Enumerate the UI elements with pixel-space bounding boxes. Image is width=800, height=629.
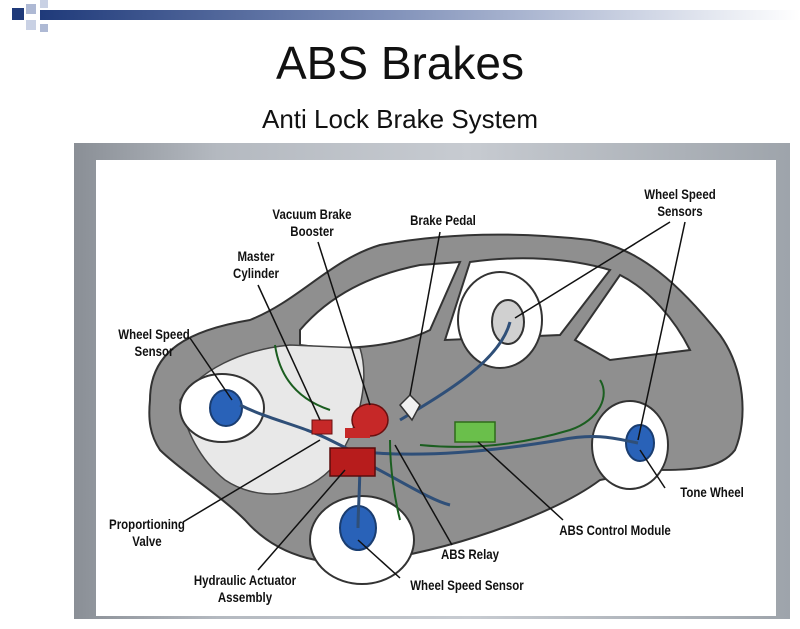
deco-square — [40, 24, 48, 32]
deco-square — [40, 0, 48, 8]
label-wheel-speed-sensor-bottom: Wheel Speed Sensor — [406, 577, 529, 594]
master-cylinder — [311, 419, 333, 435]
wheel-rear-left — [591, 400, 669, 490]
deco-square — [12, 8, 24, 20]
title-bar-gradient — [40, 10, 800, 20]
label-line: Cylinder — [233, 265, 279, 281]
label-line: Wheel Speed Sensor — [410, 577, 524, 593]
label-hydraulic-actuator-assembly: Hydraulic Actuator Assembly — [188, 572, 303, 606]
label-line: Valve — [132, 533, 162, 549]
label-line: Wheel Speed — [118, 326, 190, 342]
label-proportioning-valve: Proportioning Valve — [102, 516, 192, 550]
title-bar-graphic — [12, 0, 800, 32]
label-line: Sensors — [657, 203, 703, 219]
wheel-rear-right — [457, 271, 543, 369]
label-line: Sensor — [134, 343, 174, 359]
leader-lines — [182, 221, 686, 579]
label-abs-relay: ABS Relay — [429, 546, 511, 563]
label-line: Master — [237, 248, 275, 264]
deco-square — [26, 4, 36, 14]
label-vacuum-brake-booster: Vacuum Brake Booster — [271, 206, 353, 240]
abs-control-module — [454, 421, 496, 443]
label-line: Proportioning — [109, 516, 185, 532]
wheel-front-right — [309, 495, 415, 585]
label-master-cylinder: Master Cylinder — [223, 248, 289, 282]
label-line: Vacuum Brake — [272, 206, 352, 222]
label-line: ABS Control Module — [559, 522, 671, 538]
brake-pedal — [398, 393, 421, 422]
sensor-wires — [274, 344, 605, 521]
label-line: Tone Wheel — [680, 484, 744, 500]
label-abs-control-module: ABS Control Module — [554, 522, 677, 539]
vacuum-brake-booster — [345, 403, 389, 438]
wheel-front-left — [179, 373, 265, 443]
deco-square — [26, 20, 36, 30]
label-wheel-speed-sensor-left: Wheel Speed Sensor — [113, 326, 195, 360]
label-line: Assembly — [217, 589, 273, 605]
label-line: ABS Relay — [440, 546, 500, 562]
label-tone-wheel: Tone Wheel — [671, 484, 753, 501]
slide-subtitle: Anti Lock Brake System — [262, 104, 538, 134]
label-line: Wheel Speed — [644, 186, 716, 202]
title-bar — [0, 0, 800, 44]
label-line: Hydraulic Actuator — [193, 572, 297, 588]
car-window-quarter — [573, 273, 692, 362]
slide-title: ABS Brakes — [276, 37, 524, 89]
label-line: Booster — [290, 223, 334, 239]
label-line: Brake Pedal — [410, 212, 476, 228]
label-brake-pedal: Brake Pedal — [398, 212, 488, 229]
hydraulic-actuator — [329, 447, 376, 477]
label-wheel-speed-sensors: Wheel Speed Sensors — [639, 186, 721, 220]
